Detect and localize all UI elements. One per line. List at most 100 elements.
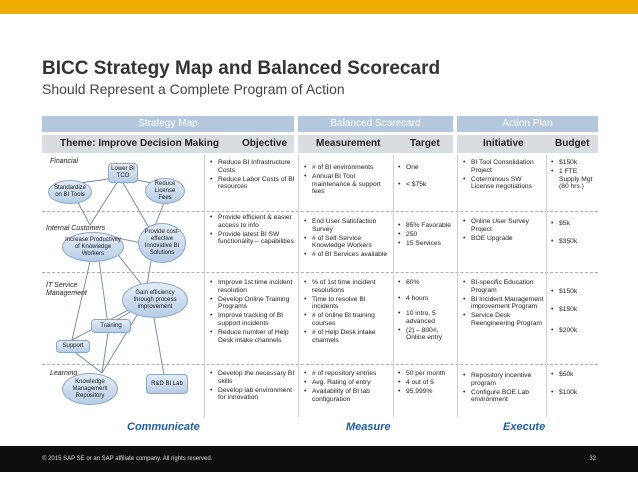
strategy-map-subheader: Theme: Improve Decision Making Objective xyxy=(42,135,294,153)
list-item: End User Satisfaction Survey xyxy=(304,218,390,233)
list-item: Service Desk Reengineering Program xyxy=(463,312,545,327)
footer-bar: © 2015 SAP SE or an SAP affiliate compan… xyxy=(0,446,638,472)
list-item: Provide efficient & easier access to inf… xyxy=(210,214,296,229)
node-reduce-license-fees: Reduce License Fees xyxy=(145,178,185,204)
list-item: Repository incentive program xyxy=(463,372,545,387)
list-item: 4 hours xyxy=(398,295,454,303)
initiative-header: Initiative xyxy=(483,138,524,149)
balanced-scorecard-band: Balanced Scorecard xyxy=(298,116,453,132)
row-label-internal-customers: Internal Customers xyxy=(46,225,106,232)
measurement-learning: # of repository entriesAvg. Rating of en… xyxy=(304,370,390,405)
objective-learning: Develop the necessary BI skillsDevelop l… xyxy=(210,370,296,403)
list-item: 15 Services xyxy=(398,240,454,248)
list-item: 250 xyxy=(398,231,454,239)
initiative-internal: Online User Survey ProjectBOE Upgrade xyxy=(463,218,545,244)
target-it-service: 60% 4 hours 10 intro, 5 advanced (2) – 800#… xyxy=(398,279,454,344)
action-plan-band: Action Plan xyxy=(457,116,598,132)
row-divider xyxy=(42,211,598,212)
column-divider xyxy=(457,155,458,417)
node-rd-bi-lab: R&D BI Lab xyxy=(146,374,188,394)
list-item: 1 FTE Supply Mgt (80 hrs.) xyxy=(551,168,597,191)
list-item: 10 intro, 5 advanced xyxy=(398,310,454,325)
objective-internal: Provide efficient & easier access to inf… xyxy=(210,214,296,247)
list-item: Improve 1st time incident resolution xyxy=(210,279,296,294)
target-internal: 85% Favorable25015 Services xyxy=(398,222,454,249)
list-item: < $75k xyxy=(398,181,454,189)
objective-header: Objective xyxy=(242,138,288,149)
list-item: Online User Survey Project xyxy=(463,218,545,233)
list-item: $150k xyxy=(551,288,597,296)
list-item: $100k xyxy=(551,389,597,397)
initiative-financial: BI Tool Consolidation ProjectCoterminous… xyxy=(463,159,545,192)
list-item: Develop the necessary BI skills xyxy=(210,370,296,385)
list-item: BOE Upgrade xyxy=(463,235,545,243)
slide-title: BICC Strategy Map and Balanced Scorecard xyxy=(42,58,441,79)
column-divider xyxy=(393,155,394,417)
node-knowledge-repository: Knowledge Management Repository xyxy=(62,373,118,405)
list-item: 85% Favorable xyxy=(398,222,454,230)
list-item: 95.999% xyxy=(398,388,454,396)
list-item: $350k xyxy=(551,238,597,246)
list-item: Availability of BI lab configuration xyxy=(304,388,390,403)
list-item: 60% xyxy=(398,279,454,287)
node-increase-productivity: Increase Productivity of Knowledge Worke… xyxy=(62,232,124,262)
list-item: 4 out of 5 xyxy=(398,379,454,387)
node-training: Training xyxy=(91,319,131,333)
list-item: $5k xyxy=(551,220,597,228)
accent-bar xyxy=(0,0,638,14)
budget-financial: $150k1 FTE Supply Mgt (80 hrs.) xyxy=(551,159,597,192)
node-provide-solutions: Provide cost-effective Innovative BI Sol… xyxy=(138,223,186,263)
node-gain-efficiency: Gain efficiency through process improvem… xyxy=(122,282,188,318)
action-plan-subheader: Initiative Budget xyxy=(457,135,598,153)
list-item: # of BI environments xyxy=(304,164,390,172)
column-divider xyxy=(298,155,299,417)
copyright-text: © 2015 SAP SE or an SAP affiliate compan… xyxy=(42,456,213,462)
node-standardize-bi-tools: Standardize on BI Tools xyxy=(48,180,92,204)
theme-header: Theme: Improve Decision Making xyxy=(60,138,219,149)
list-item: Coterminous SW License negotiations xyxy=(463,176,545,191)
scorecard-subheader: Measurement Target xyxy=(298,135,453,153)
list-item: # of online BI training courses xyxy=(304,312,390,327)
row-label-financial: Financial xyxy=(50,158,79,165)
row-divider xyxy=(42,272,598,273)
node-lower-bi-tco: Lower BI TCO xyxy=(108,163,138,183)
list-item: BI Tool Consolidation Project xyxy=(463,159,545,174)
row-divider xyxy=(42,364,598,365)
list-item: $150k xyxy=(551,306,597,314)
communicate-label: Communicate xyxy=(127,421,200,433)
list-item: $200k xyxy=(551,327,597,335)
measurement-header: Measurement xyxy=(316,138,381,149)
list-item: Annual BI Tool maintenance & support fee… xyxy=(304,173,390,196)
budget-internal: $5k $350k xyxy=(551,220,597,247)
list-item: Develop lab environment for innovation xyxy=(210,387,296,402)
row-label-learning: Learning xyxy=(50,370,78,377)
list-item: BI-specific Education Program xyxy=(463,279,545,294)
measurement-internal: End User Satisfaction Survey# of Self-Se… xyxy=(304,218,390,260)
row-label-it-service-management: IT Service Management xyxy=(46,282,87,297)
page-number: 32 xyxy=(589,456,596,462)
budget-learning: $50k $100k xyxy=(551,371,597,398)
list-item: Avg. Rating of entry xyxy=(304,379,390,387)
strategy-map-band: Strategy Map xyxy=(42,116,294,132)
list-item: # of BI Services available xyxy=(304,251,390,259)
list-item: Reduce number of Help Desk intake channe… xyxy=(210,329,296,344)
budget-header: Budget xyxy=(555,138,590,149)
column-divider xyxy=(204,155,205,417)
column-divider xyxy=(546,155,547,417)
list-item: Configure BOE Lab environment xyxy=(463,389,545,404)
list-item: Reduce BI Infrastructure Costs xyxy=(210,159,296,174)
list-item: # of repository entries xyxy=(304,370,390,378)
slide-subtitle: Should Represent a Complete Program of A… xyxy=(42,81,345,97)
list-item: Time to resolve BI incidents xyxy=(304,296,390,311)
list-item: $50k xyxy=(551,371,597,379)
target-financial: One < $75k xyxy=(398,164,454,190)
measurement-financial: # of BI environmentsAnnual BI Tool maint… xyxy=(304,164,390,197)
list-item: One xyxy=(398,164,454,172)
list-item: (2) – 800#, Online entry xyxy=(398,327,454,342)
execute-label: Execute xyxy=(503,421,546,433)
list-item: BI Incident Management improvement Progr… xyxy=(463,296,545,311)
list-item: 50 per month xyxy=(398,370,454,378)
budget-it-service: $150k $150k $200k xyxy=(551,288,597,336)
target-header: Target xyxy=(410,138,440,149)
initiative-it-service: BI-specific Education Program BI Incident… xyxy=(463,279,545,329)
